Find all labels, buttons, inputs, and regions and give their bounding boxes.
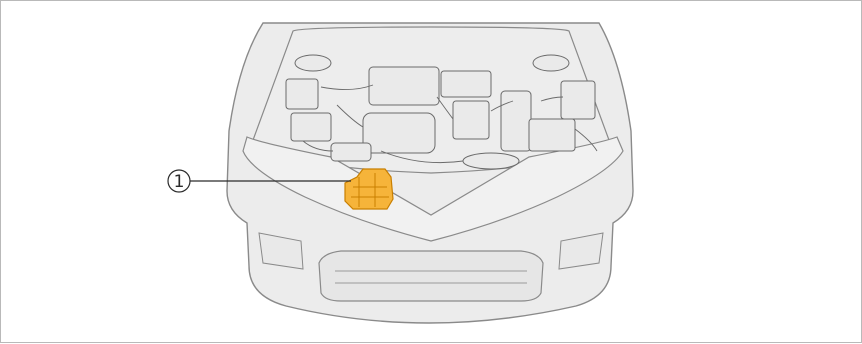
lower-grille bbox=[319, 251, 543, 301]
callout-marker: 1 bbox=[168, 170, 190, 192]
callout-number-label: 1 bbox=[174, 172, 185, 192]
